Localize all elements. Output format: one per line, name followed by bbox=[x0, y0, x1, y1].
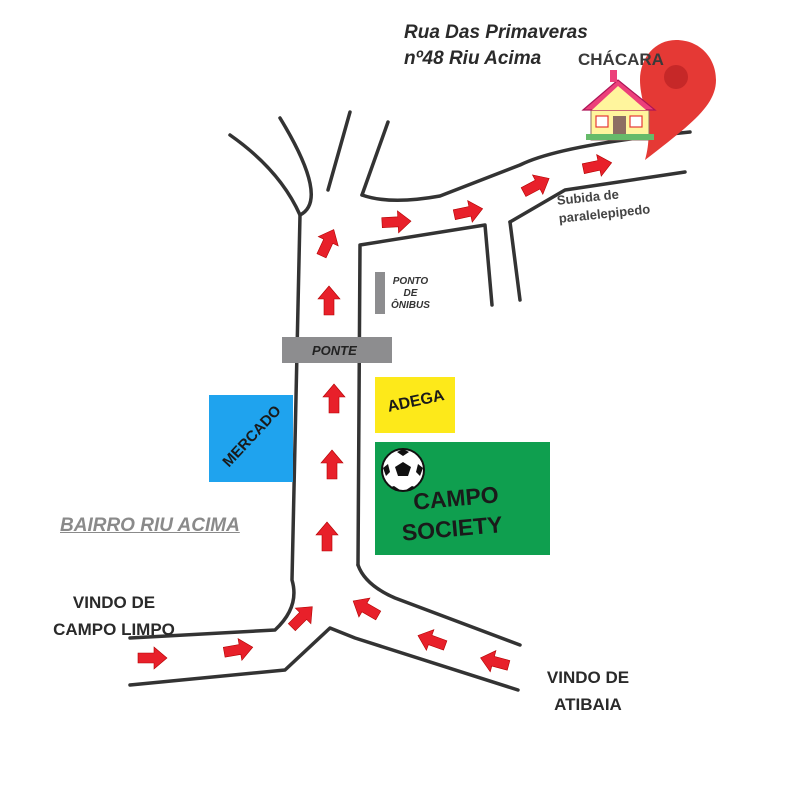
route-arrow bbox=[322, 383, 346, 414]
route-arrow bbox=[137, 646, 168, 670]
origin-campo-limpo-line-1: VINDO DE bbox=[72, 593, 156, 612]
bus-stop-label: PONTO DE ÔNIBUS bbox=[391, 276, 430, 312]
route-arrow bbox=[580, 151, 615, 180]
bus-stop-sign bbox=[375, 272, 385, 314]
route-arrow bbox=[381, 209, 412, 234]
route-arrow bbox=[518, 168, 555, 203]
route-arrow bbox=[317, 285, 341, 316]
soccer-field-label: CAMPO SOCIETY bbox=[398, 479, 504, 548]
bridge-bar bbox=[282, 337, 392, 363]
map-pin-icon bbox=[640, 40, 716, 160]
bus-stop-line-3: ÔNIBUS bbox=[391, 300, 430, 311]
route-arrow bbox=[477, 646, 512, 677]
route-arrow bbox=[315, 521, 339, 552]
origin-campo-limpo: VINDO DE CAMPO LIMPO bbox=[26, 589, 202, 643]
house-icon bbox=[581, 70, 657, 141]
route-arrow bbox=[413, 624, 450, 657]
route-arrow bbox=[311, 224, 345, 261]
origin-atibaia: VINDO DE ATIBAIA bbox=[528, 664, 648, 718]
neighborhood-label: BAIRRO RIU ACIMA bbox=[60, 515, 240, 536]
address-line-2: nº48 Riu Acima bbox=[404, 48, 542, 69]
origin-atibaia-line-1: VINDO DE bbox=[546, 668, 630, 687]
bus-stop-line-1: PONTO bbox=[392, 276, 429, 287]
origin-campo-limpo-line-2: CAMPO LIMPO bbox=[53, 620, 175, 639]
route-arrow bbox=[221, 636, 255, 664]
route-arrow bbox=[283, 598, 321, 636]
market-box bbox=[209, 395, 293, 482]
route-arrow bbox=[347, 591, 385, 626]
bridge-label: PONTE bbox=[312, 343, 357, 358]
origin-atibaia-line-2: ATIBAIA bbox=[554, 695, 622, 714]
soccer-ball-icon bbox=[381, 448, 425, 492]
address-line-1: Rua Das Primaveras bbox=[404, 22, 588, 43]
route-arrow bbox=[320, 449, 344, 480]
wine-shop-box bbox=[375, 377, 455, 433]
route-arrow bbox=[451, 197, 486, 226]
bus-stop-line-2: DE bbox=[403, 288, 418, 299]
destination-label: CHÁCARA bbox=[578, 50, 664, 69]
